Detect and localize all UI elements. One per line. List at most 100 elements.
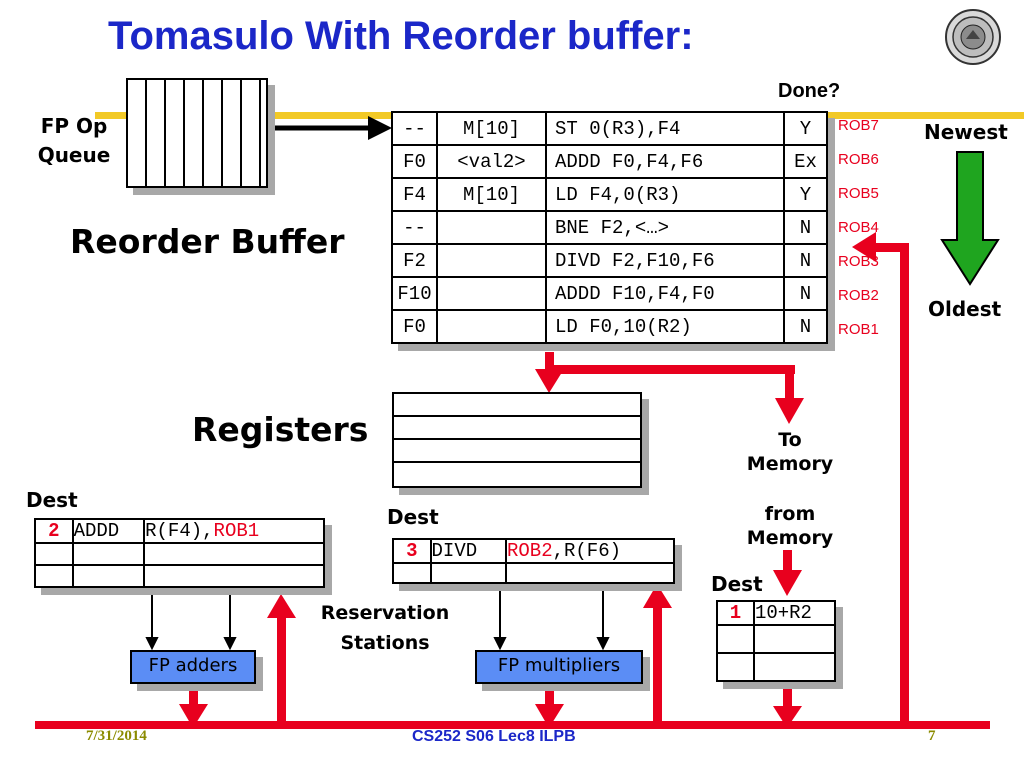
rob-instruction-cell: DIVD F2,F10,F6 <box>545 243 785 278</box>
reservation-stations-label-line2: Stations <box>340 632 430 654</box>
adders-to-cdb-arrowhead <box>179 704 208 728</box>
reservation-stations-label-line1: Reservation <box>320 602 450 624</box>
to-memory-arrowhead <box>775 398 804 424</box>
rob-done-cell: N <box>783 309 828 344</box>
rob-row: F0 LD F0,10(R2)N <box>391 309 828 344</box>
newest-to-oldest-arrow <box>940 151 1000 286</box>
load-buffer-dest-label: Dest <box>711 572 763 596</box>
rob-dest-cell: F2 <box>391 243 438 278</box>
load-buffer-addr: 10+R2 <box>752 600 837 626</box>
load-buffer-row-2 <box>716 624 837 654</box>
rob-to-memory-line <box>785 365 794 401</box>
adders-rs-operand-tag: ROB1 <box>213 520 260 542</box>
footer-course: CS252 S06 Lec8 ILPB <box>412 728 576 745</box>
rob-done-cell: N <box>783 210 828 245</box>
rs-to-multiplier-arrow-1 <box>493 637 507 651</box>
rob-output-bus-horizontal <box>545 365 795 374</box>
rob-entry-tag: ROB3 <box>838 253 879 270</box>
university-seal-icon <box>944 8 1002 66</box>
from-memory-arrowhead <box>773 570 802 596</box>
multipliers-rs-dest-label: Dest <box>387 505 439 529</box>
rob-entry-tag: ROB2 <box>838 287 879 304</box>
rob-instruction-cell: LD F0,10(R2) <box>545 309 785 344</box>
rob-instruction-cell: LD F4,0(R3) <box>545 177 785 212</box>
rob-instruction-cell: ADDD F0,F4,F6 <box>545 144 785 179</box>
fp-op-queue-label: FP Op Queue <box>28 112 120 170</box>
load-buffer-row-1: 1 10+R2 <box>716 600 837 626</box>
from-memory-line <box>783 550 792 572</box>
from-memory-label-line1: from <box>764 503 816 525</box>
multipliers-reservation-station: 3 DIVD ROB2,R(F6) <box>392 538 676 584</box>
multipliers-to-cdb-arrowhead <box>535 704 564 728</box>
rob-done-cell: Ex <box>783 144 828 179</box>
fp-op-queue-label-line2: Queue <box>37 143 111 167</box>
fp-adders-unit: FP adders <box>130 650 256 684</box>
reorder-buffer-label: Reorder Buffer <box>70 222 345 261</box>
to-memory-label-line2: Memory <box>746 453 834 475</box>
rob-value-cell <box>436 243 547 278</box>
rob-done-cell: N <box>783 243 828 278</box>
rob-dest-cell: F10 <box>391 276 438 311</box>
footer-page-number: 7 <box>928 728 936 744</box>
rs-to-adder-arrow-1 <box>145 637 159 651</box>
multipliers-rs-row-2 <box>392 562 676 584</box>
to-memory-label-line1: To <box>778 429 802 451</box>
adders-rs-row-3 <box>34 564 325 588</box>
issue-arrowhead <box>368 116 392 140</box>
fp-op-queue-label-line1: FP Op <box>40 114 108 138</box>
oldest-label: Oldest <box>928 297 1002 321</box>
multipliers-rs-row-1: 3 DIVD ROB2,R(F6) <box>392 538 676 564</box>
multipliers-rs-operands: ROB2,R(F6) <box>504 538 676 564</box>
adders-rs-row-1: 2 ADDD R(F4),ROB1 <box>34 518 325 544</box>
adders-rs-operand-value: R(F4), <box>145 520 214 542</box>
cdb-into-rob-line <box>872 243 909 252</box>
rob-dest-cell: F4 <box>391 177 438 212</box>
newest-label: Newest <box>924 120 1008 144</box>
rob-dest-cell: -- <box>391 111 438 146</box>
rob-instruction-cell: ST 0(R3),F4 <box>545 111 785 146</box>
multipliers-rs-dest: 3 <box>392 538 432 564</box>
rob-instruction-cell: BNE F2,<…> <box>545 210 785 245</box>
load-buffer: 1 10+R2 <box>716 600 837 682</box>
rob-dest-cell: F0 <box>391 309 438 344</box>
registers-label: Registers <box>192 410 369 449</box>
rob-value-cell <box>436 276 547 311</box>
rob-value-cell <box>436 309 547 344</box>
rob-value-cell: <val2> <box>436 144 547 179</box>
rob-output-bus-vertical <box>545 352 554 374</box>
adders-rs-dest-value: 2 <box>48 520 60 542</box>
rob-entry-tag: ROB7 <box>838 117 879 134</box>
rob-done-cell: Y <box>783 177 828 212</box>
adders-rs-operands: R(F4),ROB1 <box>143 518 325 544</box>
cdb-to-multiplier-rs-arrowhead <box>643 584 672 608</box>
multipliers-rs-operand-tag: ROB2 <box>506 540 553 562</box>
slide-title: Tomasulo With Reorder buffer: <box>108 14 694 58</box>
rob-entry-tag: ROB5 <box>838 185 879 202</box>
rs-to-adder-arrow-2 <box>223 637 237 651</box>
load-buffer-dest: 1 <box>716 600 755 626</box>
multipliers-to-cdb-line <box>545 684 554 708</box>
load-buffer-to-cdb-arrowhead <box>773 706 802 728</box>
rob-instruction-cell: ADDD F10,F4,F0 <box>545 276 785 311</box>
cdb-to-multiplier-rs-line <box>653 605 662 725</box>
done-column-label: Done? <box>778 80 841 102</box>
rob-entry-tag: ROB4 <box>838 219 879 236</box>
load-buffer-row-3 <box>716 652 837 682</box>
cdb-to-adders-rs-line <box>277 615 286 725</box>
adders-rs-dest-label: Dest <box>26 488 78 512</box>
register-file <box>392 392 642 488</box>
from-memory-label-line2: Memory <box>746 527 834 549</box>
rob-entry-tag: ROB1 <box>838 321 879 338</box>
multipliers-rs-op: DIVD <box>429 538 507 564</box>
cdb-right-vertical <box>900 243 909 727</box>
multipliers-rs-operand-value: ,R(F6) <box>552 540 622 562</box>
rob-dest-cell: -- <box>391 210 438 245</box>
fp-op-queue <box>126 78 268 188</box>
rob-value-cell: M[10] <box>436 177 547 212</box>
adders-reservation-station: 2 ADDD R(F4),ROB1 <box>34 518 325 588</box>
common-data-bus <box>35 721 990 729</box>
